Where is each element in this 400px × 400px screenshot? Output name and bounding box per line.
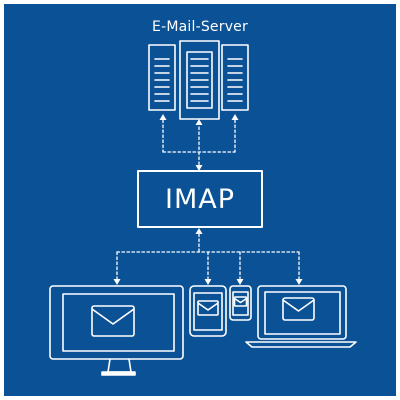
desktop-monitor-icon [49,285,184,376]
server-arrowheads [159,114,239,171]
envelope-icon [91,305,135,337]
server-left-icon [148,44,176,111]
server-connectors [162,119,236,172]
server-right-icon [221,44,249,111]
envelope-icon [197,300,219,316]
tablet-icon [189,285,227,337]
imap-box [137,170,263,228]
device-connectors [116,233,300,281]
server-center-icon [179,40,220,120]
envelope-icon [233,296,248,307]
server-label: E-Mail-Server [152,19,248,35]
smartphone-icon [229,285,252,321]
laptop-icon [245,285,357,348]
envelope-icon [282,297,315,321]
device-arrowheads [113,228,303,285]
imap-label: IMAP [164,183,235,215]
